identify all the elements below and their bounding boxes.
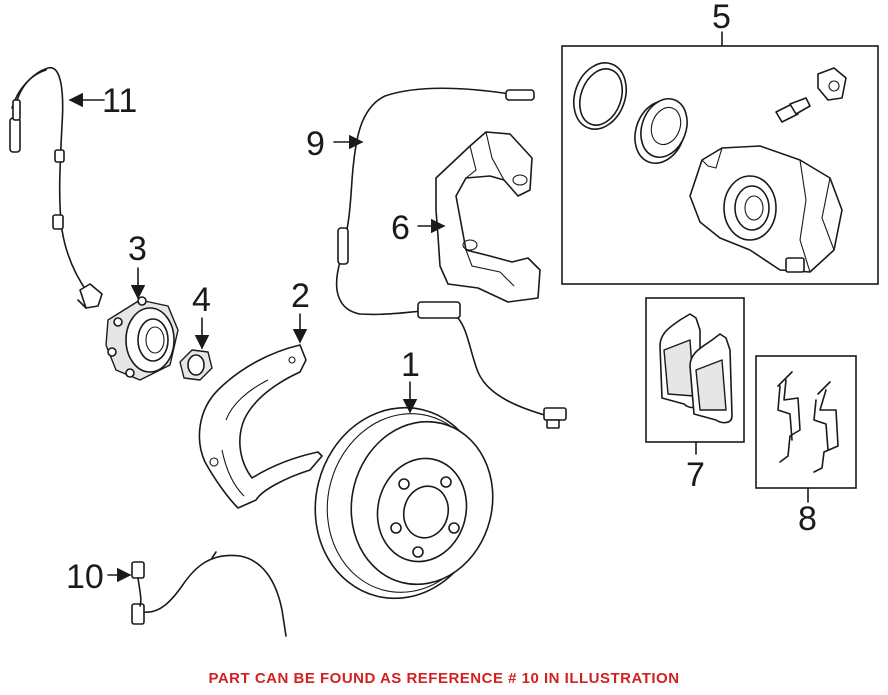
callout-10: 10 [66, 558, 104, 596]
callout-1: 1 [401, 346, 420, 384]
part-2-splash-shield [198, 344, 323, 509]
part-3-wheel-hub [105, 296, 179, 381]
part-9-wear-sensor [335, 87, 567, 429]
callout-3: 3 [128, 230, 147, 268]
part-5-caliper-box [561, 45, 879, 285]
part-10-speed-sensor [131, 551, 287, 637]
part-1-brake-rotor [314, 406, 494, 600]
part-8-hardware-box [755, 355, 857, 489]
callout-4: 4 [192, 281, 211, 319]
reference-caption: PART CAN BE FOUND AS REFERENCE # 10 IN I… [208, 670, 680, 687]
callout-6: 6 [391, 209, 410, 247]
part-7-brake-pads-box [645, 297, 745, 443]
callout-8: 8 [798, 500, 817, 538]
callout-2: 2 [291, 277, 310, 315]
callout-5: 5 [712, 0, 731, 36]
callout-11: 11 [102, 82, 137, 120]
leader-lines [68, 31, 809, 583]
callout-9: 9 [306, 125, 325, 163]
part-6-caliper-bracket [435, 131, 541, 303]
part-4-hub-nut [179, 349, 213, 381]
part-11-speed-sensor [9, 67, 103, 309]
callout-7: 7 [686, 456, 705, 494]
